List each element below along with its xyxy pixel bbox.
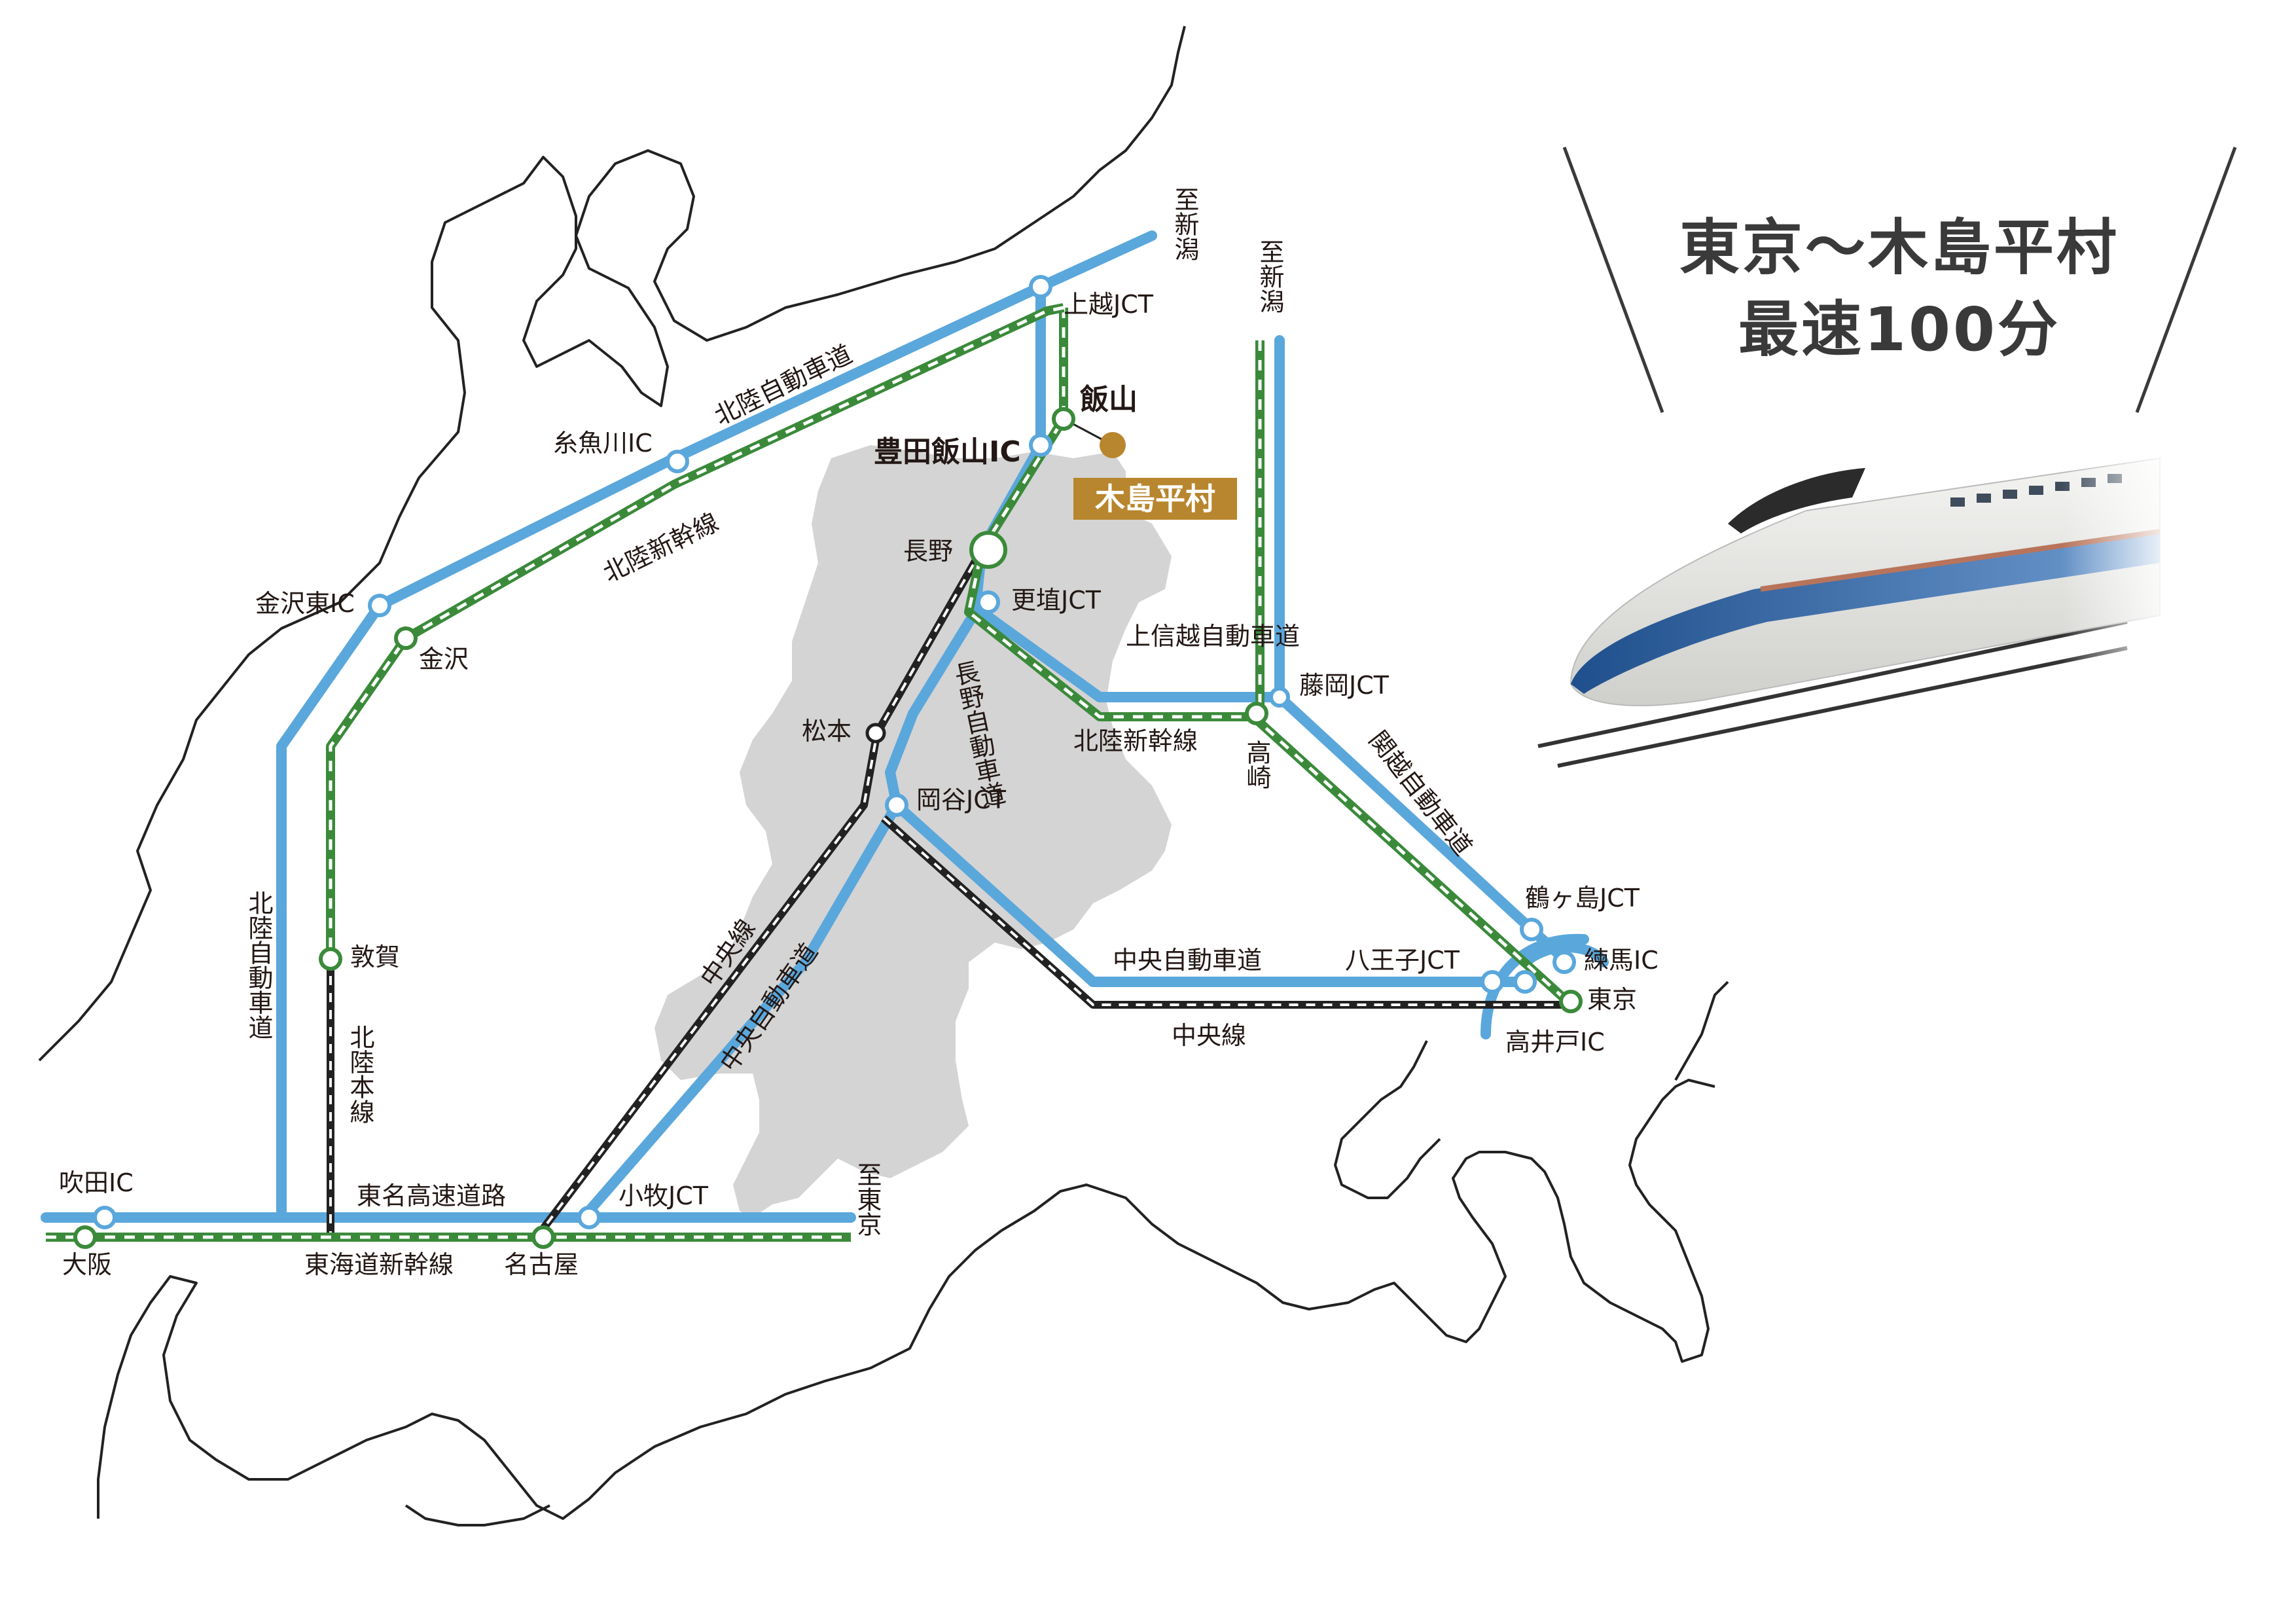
node-tokyo	[1559, 990, 1583, 1013]
label-kanazawa: 金沢	[419, 645, 469, 674]
node-komaki-jct	[577, 1206, 601, 1229]
node-tsuruga	[319, 947, 342, 971]
node-itoigawa-ic	[666, 450, 689, 473]
label-joshinetsu-expressway-1: 上信越自動車道	[1126, 622, 1300, 651]
label-direction-niigata-east: 至新潟	[1255, 239, 1284, 314]
node-kanazawa-higashi-ic	[368, 594, 391, 617]
highways	[41, 230, 1609, 1223]
label-hokuriku-expressway-vertical: 北陸自動車道	[244, 890, 273, 1039]
node-tsurugashima-jct	[1520, 918, 1543, 941]
label-nagano: 長野	[903, 537, 953, 566]
label-hokuriku-shinkansen-east: 北陸新幹線	[1073, 727, 1198, 755]
node-kijimadaira	[1100, 432, 1126, 458]
node-kanazawa	[394, 626, 418, 650]
label-hachioji-jct: 八王子JCT	[1345, 946, 1460, 975]
node-nerima-ic	[1552, 950, 1576, 974]
hokuriku-expressway-line	[276, 230, 1157, 1216]
node-joetsu-jct	[1029, 275, 1052, 298]
label-nagoya: 名古屋	[504, 1250, 579, 1279]
node-koshoku-jct	[977, 590, 1000, 614]
label-takasaki: 高崎	[1242, 740, 1271, 789]
label-matsumoto: 松本	[802, 717, 852, 746]
label-chuo-expressway: 中央自動車道	[1113, 946, 1262, 975]
nodes	[73, 275, 1583, 1249]
node-takasaki	[1245, 702, 1268, 725]
chuo-expressway-line	[891, 800, 1537, 987]
tokyo-ring-arc-2	[1520, 942, 1609, 967]
label-tomei-expressway: 東名高速道路	[357, 1182, 506, 1210]
label-itoigawa-ic: 糸魚川IC	[553, 429, 653, 458]
node-suita-ic	[93, 1206, 117, 1229]
coastline	[38, 26, 1729, 1526]
node-okaya-jct	[885, 793, 908, 817]
label-kanazawa-higashi-ic: 金沢東IC	[255, 589, 355, 618]
label-iiyama: 飯山	[1080, 383, 1138, 416]
label-toyota-iiyama-ic: 豊田飯山IC	[874, 435, 1021, 469]
shinkansen-train-illustration	[1537, 445, 2179, 768]
node-iiyama	[1052, 407, 1075, 431]
destination-badge: 木島平村	[1073, 478, 1237, 520]
label-direction-tokyo: 至東京	[853, 1162, 882, 1236]
label-koshoku-jct: 更埴JCT	[1011, 586, 1102, 615]
label-okaya-jct: 岡谷JCT	[916, 785, 1007, 814]
label-suita-ic: 吹田IC	[59, 1168, 134, 1197]
label-tsuruga: 敦賀	[350, 943, 400, 971]
label-takaido-ic: 高井戸IC	[1505, 1028, 1605, 1056]
node-toyota-iiyama-ic	[1029, 433, 1052, 457]
conventional-rail	[327, 548, 1568, 1240]
label-tokyo: 東京	[1587, 985, 1637, 1014]
label-fujioka-jct: 藤岡JCT	[1299, 671, 1390, 700]
label-tsurugashima-jct: 鶴ヶ島JCT	[1525, 884, 1640, 912]
label-nerima-ic: 練馬IC	[1584, 946, 1659, 975]
label-chuo-line: 中央線	[1172, 1021, 1246, 1050]
nagano-prefecture	[655, 445, 1172, 1218]
node-nagoya	[531, 1225, 555, 1249]
node-fujioka-jct	[1269, 687, 1290, 708]
node-matsumoto	[865, 723, 886, 744]
node-osaka	[73, 1225, 97, 1249]
headline-line2: 最速100分	[1738, 295, 2060, 365]
station-labels: 上越JCT 飯山 豊田飯山IC 糸魚川IC 金沢東IC 金沢 長野 更埴JCT …	[59, 290, 1659, 1279]
label-joetsu-jct: 上越JCT	[1064, 290, 1154, 319]
headline-line1: 東京〜木島平村	[1679, 213, 2119, 283]
label-tokaido-shinkansen: 東海道新幹線	[304, 1250, 454, 1279]
kanetsu-expressway-line	[1248, 692, 1573, 967]
node-hachioji-jct	[1480, 970, 1504, 994]
label-komaki-jct: 小牧JCT	[619, 1182, 709, 1210]
tokyo-ring-arc	[1480, 933, 1589, 1039]
destination-label: 木島平村	[1095, 481, 1215, 516]
label-hokuriku-main-line: 北陸本線	[346, 1024, 374, 1124]
label-direction-niigata-west: 至新潟	[1170, 187, 1199, 261]
node-nagano	[969, 531, 1007, 569]
node-takaido-ic	[1513, 970, 1537, 994]
joshinetsu-expressway-line	[977, 607, 1259, 702]
headline: 東京〜木島平村 最速100分	[1562, 147, 2237, 413]
label-osaka: 大阪	[62, 1250, 112, 1279]
